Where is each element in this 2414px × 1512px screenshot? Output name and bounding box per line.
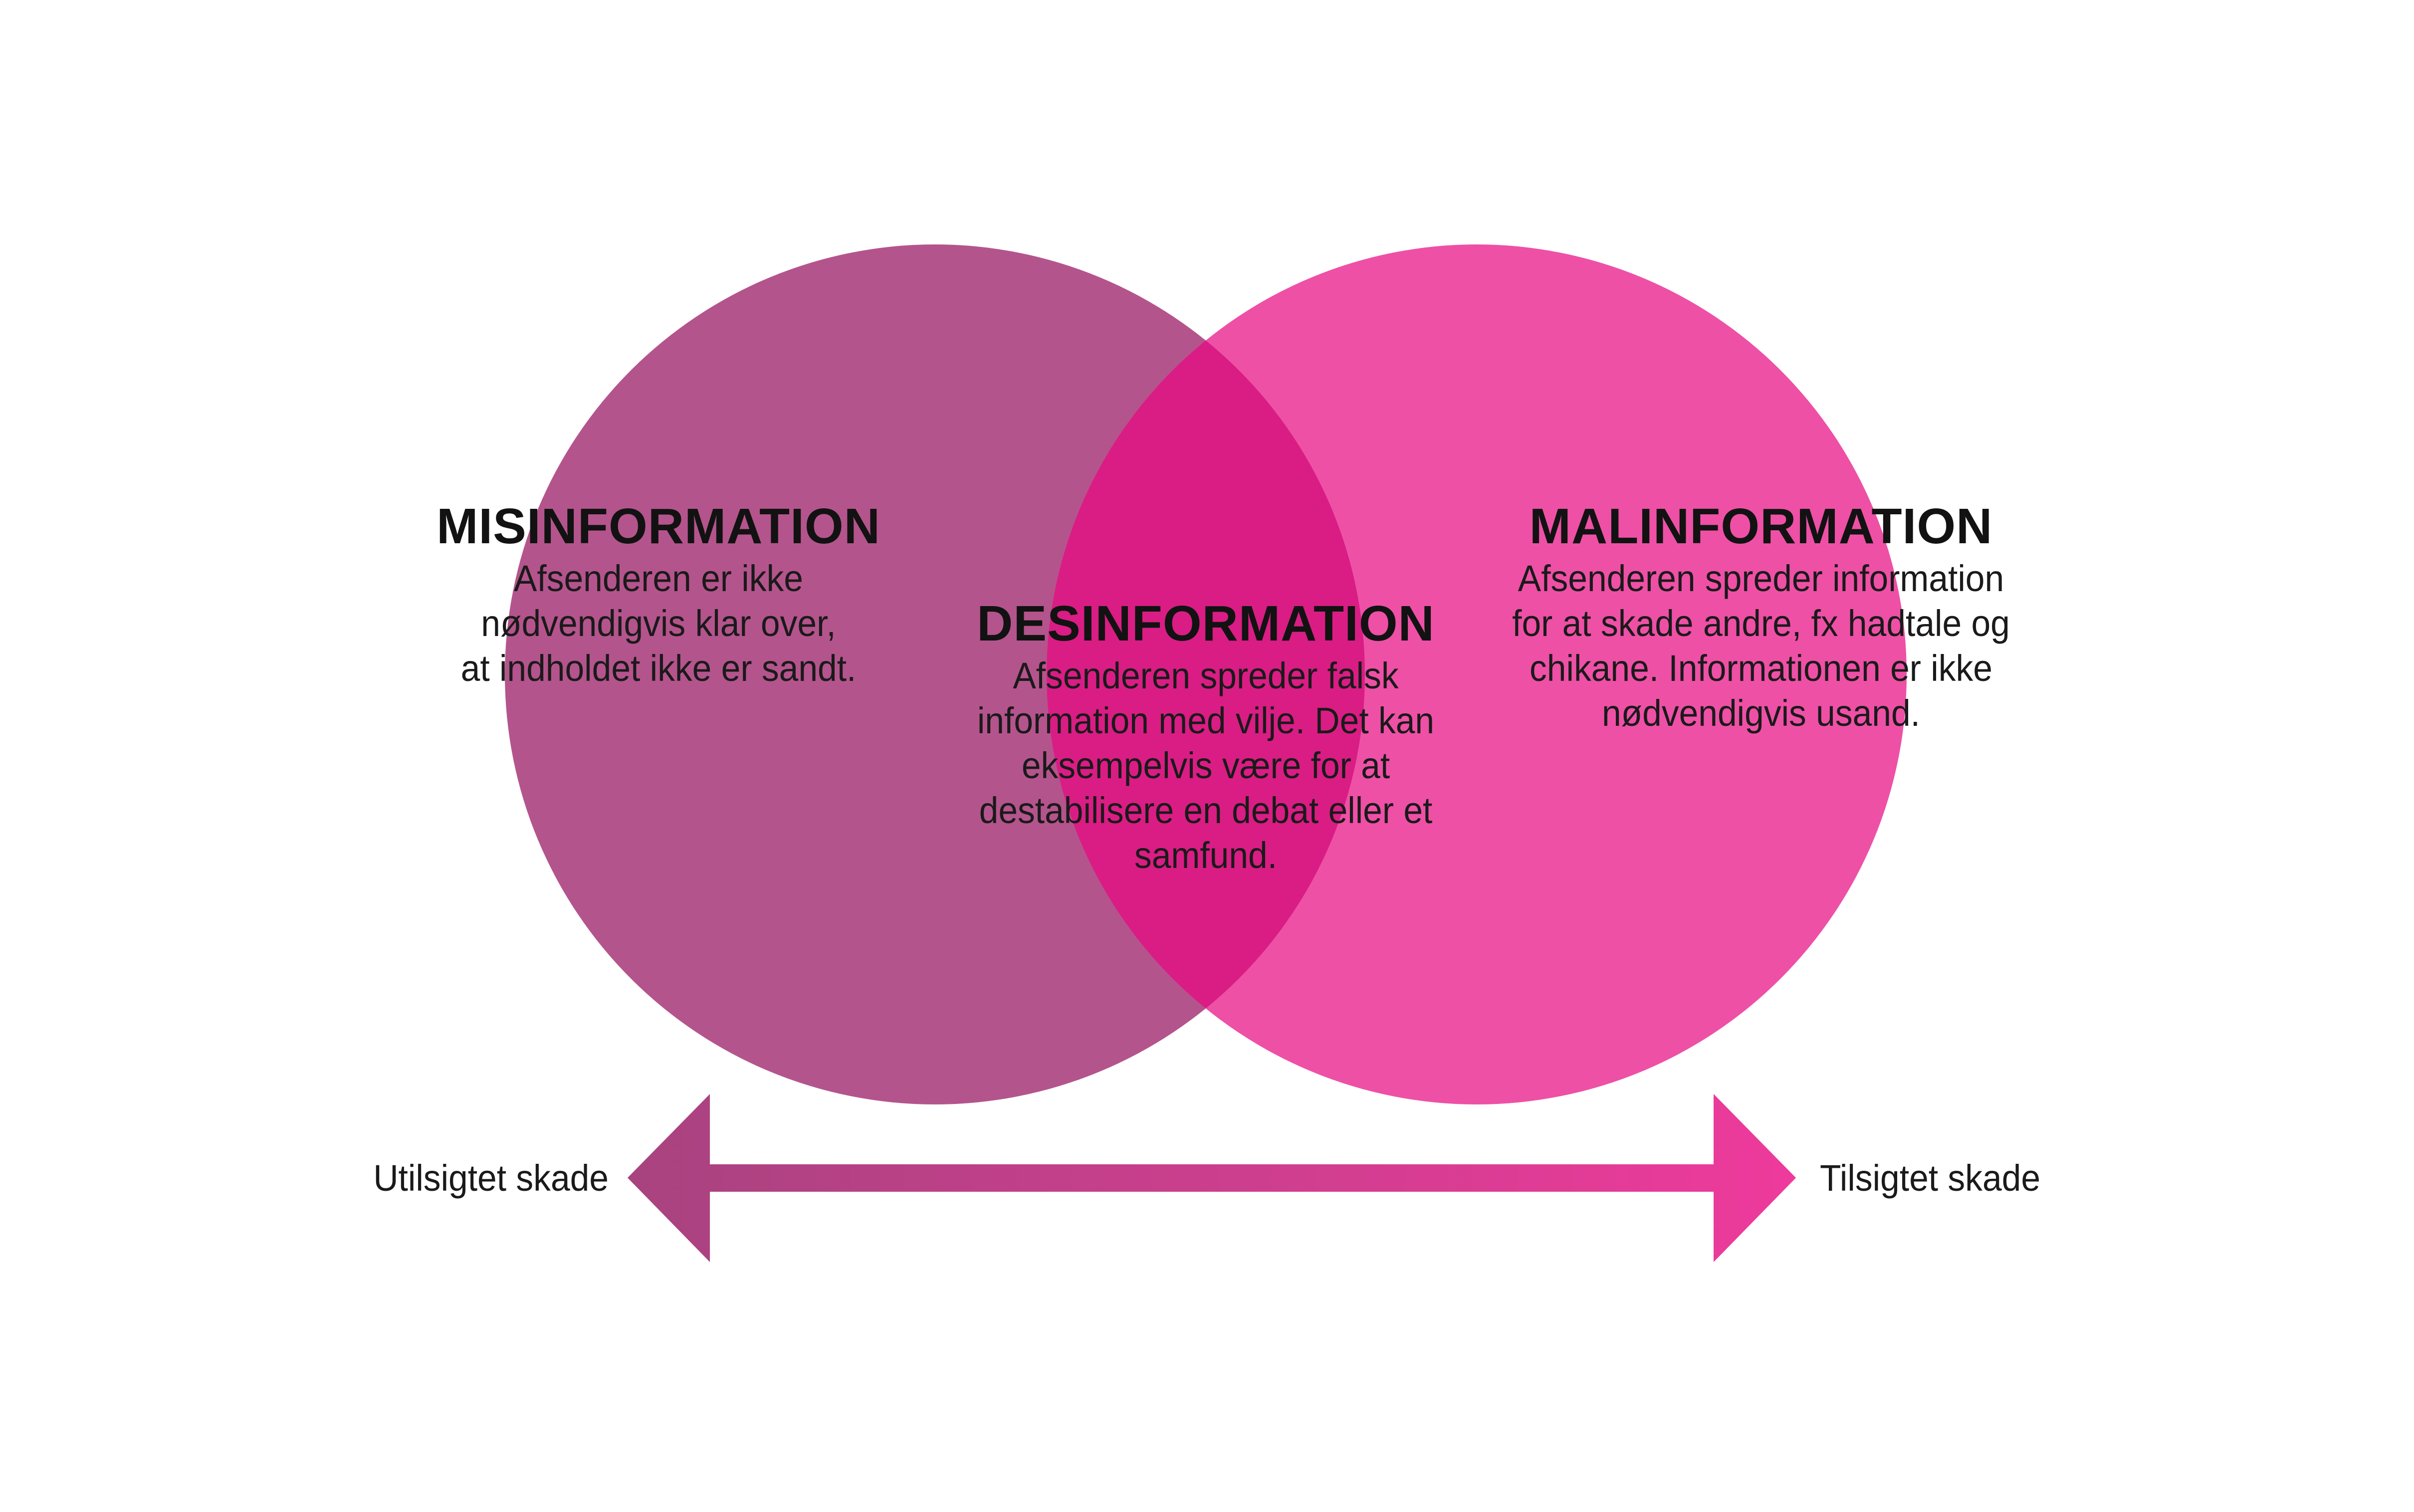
desinformation-title: DESINFORMATION <box>977 596 1435 651</box>
desinformation-description: Afsenderen spreder falsk information med… <box>831 653 1581 878</box>
misinformation-title: MISINFORMATION <box>437 498 880 554</box>
malinformation-line: Afsenderen spreder information <box>1518 558 2004 599</box>
overlap-lens <box>1047 244 1365 1104</box>
desinformation-line: information med vilje. Det kan <box>977 700 1435 741</box>
desinformation-line: eksempelvis være for at <box>1021 745 1390 786</box>
malinformation-block: MALINFORMATION Afsenderen spreder inform… <box>1362 496 2160 736</box>
intended-harm-label: Tilsigtet skade <box>1820 1157 2041 1199</box>
harm-axis-arrow <box>628 1094 1796 1262</box>
misinformation-description: Afsenderen er ikke nødvendigvis klar ove… <box>283 556 1034 691</box>
desinformation-line: Afsenderen spreder falsk <box>1013 655 1399 696</box>
desinformation-block: DESINFORMATION Afsenderen spreder falsk … <box>807 594 1605 878</box>
misinformation-line: Afsenderen er ikke <box>513 558 803 599</box>
malinformation-description: Afsenderen spreder information for at sk… <box>1386 556 2136 736</box>
unintended-harm-label: Utilsigtet skade <box>373 1157 609 1199</box>
desinformation-line: samfund. <box>1134 835 1278 876</box>
malinformation-line: nødvendigvis usand. <box>1601 692 1921 734</box>
misinformation-line: nødvendigvis klar over, <box>481 603 836 644</box>
desinformation-line: destabilisere en debat eller et <box>979 790 1433 831</box>
misinformation-block: MISINFORMATION Afsenderen er ikke nødven… <box>259 496 1058 691</box>
malinformation-line: chikane. Informationen er ikke <box>1530 648 1992 689</box>
misinformation-line: at indholdet ikke er sandt. <box>460 648 857 689</box>
malinformation-title: MALINFORMATION <box>1529 498 1993 554</box>
malinformation-line: for at skade andre, fx hadtale og <box>1512 603 2010 644</box>
